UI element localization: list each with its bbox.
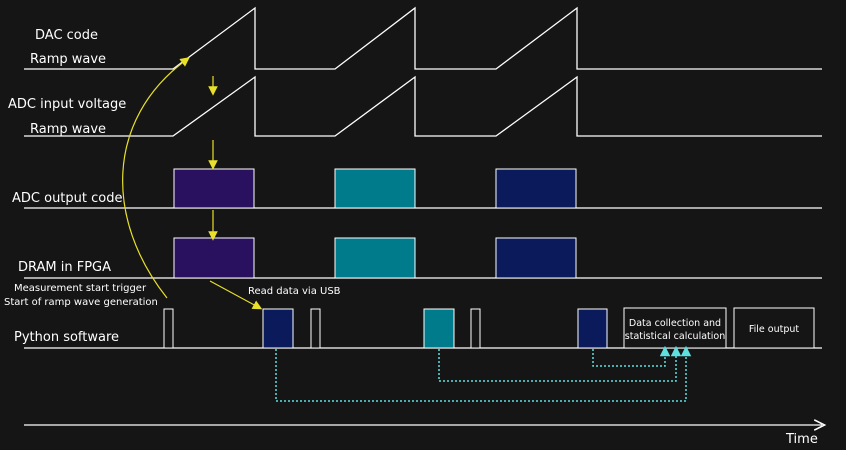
dac-ramp-waveform xyxy=(24,6,822,70)
label-python-software: Python software xyxy=(14,330,119,345)
file-output-label: File output xyxy=(749,324,800,335)
python-trigger-pulse-2 xyxy=(310,308,321,349)
dram-block-2 xyxy=(334,237,416,279)
label-adc-input-voltage: ADC input voltage xyxy=(8,97,126,112)
dram-block-3 xyxy=(495,237,577,279)
dotted-connector-read-2 xyxy=(438,345,682,382)
arrow-read-data-via-usb xyxy=(209,280,263,310)
adc-output-block-1 xyxy=(173,168,255,209)
label-adc-output-code: ADC output code xyxy=(12,191,122,206)
label-ramp-wave-1: Ramp wave xyxy=(30,52,106,67)
dram-block-1 xyxy=(173,237,255,279)
dotted-connector-read-3 xyxy=(592,345,671,367)
data-collection-label-1: Data collection and xyxy=(629,318,721,329)
arrow-trigger-to-ramp-start xyxy=(122,57,190,299)
label-read-data-via-usb: Read data via USB xyxy=(248,286,341,297)
python-read-block-2 xyxy=(423,308,455,349)
dotted-connector-read-1 xyxy=(275,345,692,402)
adc-output-block-3 xyxy=(495,168,577,209)
data-collection-label-2: statistical calculation xyxy=(625,331,725,342)
python-trigger-pulse-1 xyxy=(163,308,174,349)
time-axis-label: Time xyxy=(785,432,818,447)
adc-input-ramp-waveform xyxy=(24,75,822,137)
data-collection-box xyxy=(623,307,727,349)
python-read-block-1 xyxy=(262,308,294,349)
label-dram-in-fpga: DRAM in FPGA xyxy=(18,260,111,275)
label-measurement-start-trigger: Measurement start trigger xyxy=(14,283,147,294)
label-dac-code: DAC code xyxy=(35,28,98,43)
file-output-box xyxy=(733,307,815,349)
label-start-of-ramp: Start of ramp wave generation xyxy=(4,297,158,308)
python-read-block-3 xyxy=(577,308,608,349)
python-trigger-pulse-3 xyxy=(470,308,481,349)
label-ramp-wave-2: Ramp wave xyxy=(30,122,106,137)
adc-output-block-2 xyxy=(334,168,416,209)
